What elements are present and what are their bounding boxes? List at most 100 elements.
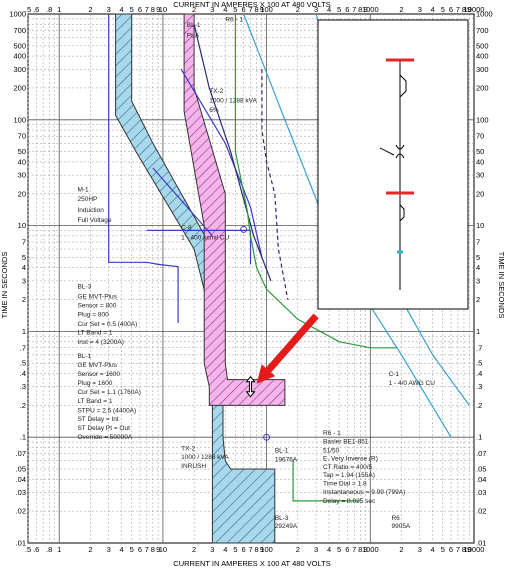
y-tick-label-left: 20 [18, 189, 26, 198]
annotation-label: Delay = 0.025 sec [323, 498, 376, 505]
y-tick-label-right: .03 [476, 488, 486, 497]
series-bl-3 [115, 13, 276, 544]
annotation-label: BL-1 [275, 447, 289, 454]
x-tick-label-top: 4 [120, 5, 124, 14]
y-tick-label-left: 7 [22, 237, 26, 246]
y-tick-label-left: 5 [22, 253, 26, 262]
x-axis-title-top: CURRENT IN AMPERES X 100 AT 480 VOLTS [173, 0, 330, 9]
annotation-label: CT Ratio = 400/5 [323, 464, 373, 471]
x-tick-label-bottom: 9 [363, 545, 367, 554]
annotation-label: ST Delay = Int [77, 416, 118, 423]
annotation-label: GE MVT-Plus [77, 293, 117, 300]
annotation-label: Induction [77, 207, 104, 214]
y-tick-label-right: .3 [476, 382, 482, 391]
drag-handle-icon [245, 375, 256, 398]
x-tick-label-top: 9 [363, 5, 367, 14]
series-m-1 [108, 14, 179, 323]
x-tick-label-top: 3 [418, 5, 422, 14]
y-tick-label-right: 4 [476, 263, 480, 272]
y-tick-label-right: 5 [476, 253, 480, 262]
x-tick-label-bottom: 2 [399, 545, 403, 554]
x-tick-label-bottom: 1000 [362, 545, 379, 554]
y-tick-label-left: 70 [18, 132, 26, 141]
x-tick-label-bottom: 7 [248, 545, 252, 554]
x-tick-label-top: 7 [456, 5, 460, 14]
y-tick-label-right: .05 [476, 465, 486, 474]
series-tx-2-damage [261, 69, 289, 300]
y-tick-label-left: .07 [16, 449, 26, 458]
annotation-label: PLA [187, 32, 200, 39]
x-tick-label-bottom: 3 [418, 545, 422, 554]
annotation-label: ST Delay Pt = Out [77, 425, 130, 432]
annotation-label: M-1 [77, 187, 89, 194]
x-tick-label-top: 2 [399, 5, 403, 14]
series-m-1-accel [152, 167, 213, 237]
annotation-label: Sensor = 800 [77, 303, 116, 310]
y-tick-label-left: .05 [16, 465, 26, 474]
x-tick-label-bottom: 9 [156, 545, 160, 554]
x-tick-label-bottom: 100 [260, 545, 273, 554]
annotation-label: INRUSH [181, 463, 206, 470]
x-tick-label-bottom: 2 [88, 545, 92, 554]
x-tick-label-top: 100 [260, 5, 273, 14]
y-tick-label-left: 3 [22, 276, 26, 285]
annotation-label: Cur Set = 1.1 (1760A) [77, 389, 140, 396]
annotation-label: Full Voltage [77, 217, 111, 224]
x-tick-label-top: 3 [314, 5, 318, 14]
y-tick-label-right: 200 [476, 83, 489, 92]
annotation-label: 1000 / 1288 kVA [209, 98, 257, 105]
x-tick-label-bottom: 9 [467, 545, 471, 554]
y-tick-label-left: 2 [22, 295, 26, 304]
y-tick-label-right: 300 [476, 65, 489, 74]
markers-group [240, 225, 319, 441]
y-tick-label-right: 700 [476, 26, 489, 35]
x-tick-label-top: 5 [441, 5, 445, 14]
annotation-label: E. Very Inverse (R) [323, 456, 378, 463]
x-tick-label-bottom: 8 [151, 545, 155, 554]
y-tick-label-left: 700 [13, 26, 26, 35]
annotation-label: 6% [209, 107, 219, 114]
y-tick-label-left: 40 [18, 157, 26, 166]
x-tick-label-bottom: 9 [260, 545, 264, 554]
annotation-label: BL-3 [77, 283, 91, 290]
x-tick-label-top: 2 [192, 5, 196, 14]
annotation-label: Basler BE1-851 [323, 439, 369, 446]
annotation-label: 1000 / 1288 kVA [181, 454, 229, 461]
y-tick-label-right: .2 [476, 401, 482, 410]
y-tick-label-right: 500 [476, 41, 489, 50]
y-tick-label-right: .4 [476, 369, 482, 378]
x-tick-label-bottom: 2 [192, 545, 196, 554]
y-tick-label-left: 300 [13, 65, 26, 74]
y-axis-title-left: TIME IN SECONDS [0, 252, 9, 319]
y-tick-label-left: 200 [13, 83, 26, 92]
y-tick-label-right: 1000 [476, 10, 493, 19]
y-tick-label-right: .7 [476, 343, 482, 352]
annotation-label: BL-1 [77, 353, 91, 360]
series-r6-1 [234, 14, 397, 349]
annotation-label: Plug = 800 [77, 312, 109, 319]
y-tick-label-right: 1 [476, 327, 480, 336]
x-tick-label-top: 6 [242, 5, 246, 14]
breaker-symbol-top [399, 74, 407, 98]
x-tick-label-top: 8 [254, 5, 258, 14]
x-tick-label-bottom: 10 [159, 545, 167, 554]
x-tick-label-top: 8 [151, 5, 155, 14]
y-tick-label-right: 70 [476, 132, 484, 141]
x-tick-label-bottom: 7 [456, 545, 460, 554]
one-line-frame [317, 19, 469, 310]
annotation-label: 51/50 [323, 447, 340, 454]
one-line-diagram [317, 19, 469, 310]
red-arrow-shaft [261, 313, 319, 378]
x-tick-label-bottom: 5 [337, 545, 341, 554]
x-tick-label-bottom: 7 [352, 545, 356, 554]
y-tick-label-left: 100 [13, 115, 26, 124]
y-tick-label-left: .7 [20, 343, 26, 352]
y-tick-label-left: 500 [13, 41, 26, 50]
x-tick-label-bottom: 8 [254, 545, 258, 554]
annotation-label: R6 - 1 [225, 16, 243, 23]
series-r6-1-low [292, 460, 361, 502]
x-tick-label-bottom: 6 [449, 545, 453, 554]
y-tick-label-right: .07 [476, 449, 486, 458]
annotation-label: TX-2 [181, 445, 195, 452]
annotation-label: R6 [391, 515, 400, 522]
